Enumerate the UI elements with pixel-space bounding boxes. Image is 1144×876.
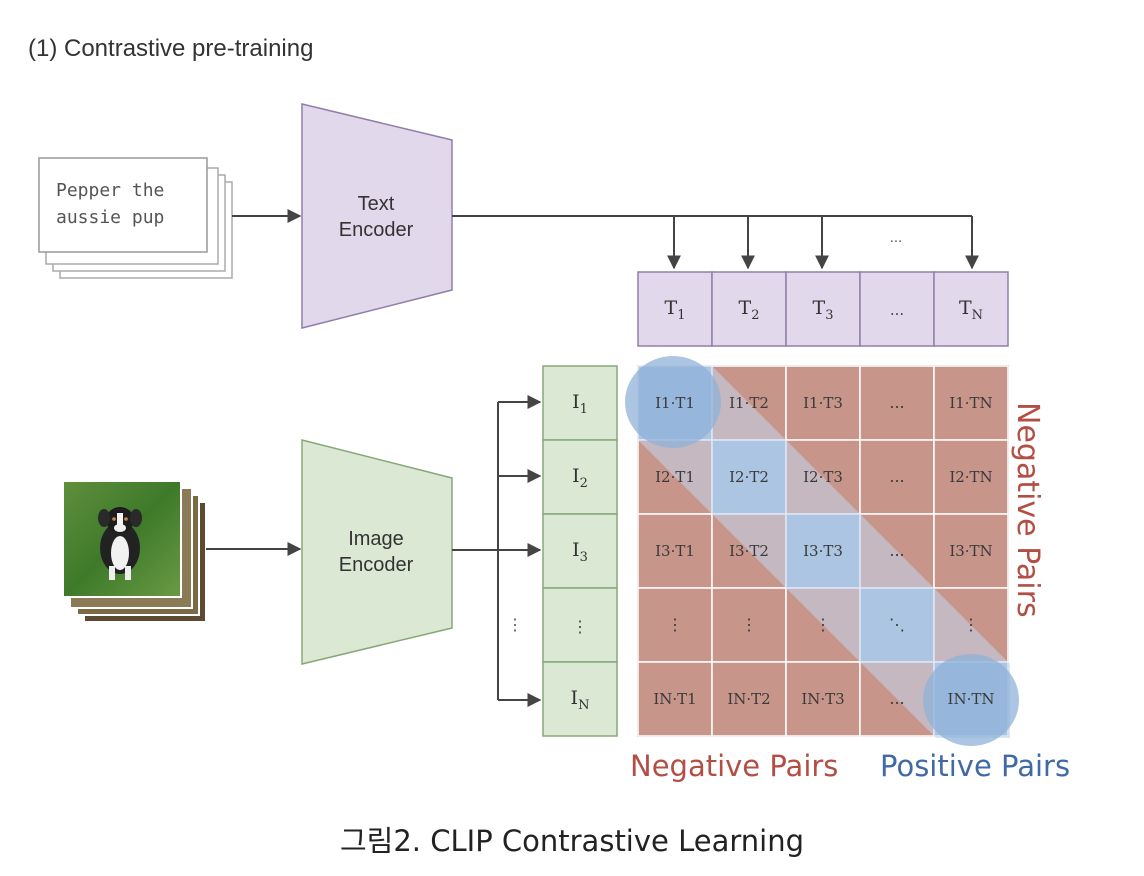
negative-pair-label: I1·T2 (729, 394, 769, 412)
image-encoder-shape (301, 439, 453, 665)
negative-pair-cell (711, 587, 787, 663)
negative-pair-label: ... (889, 689, 904, 708)
negative-pair-label: ... (889, 393, 904, 412)
text-embedding-cell (637, 271, 713, 347)
negative-pair-label: ... (889, 467, 904, 486)
text-embedding-label-subscript: 3 (825, 308, 833, 323)
negative-pair-label: ⋮ (815, 615, 831, 634)
text-input-line2: aussie pup (56, 207, 164, 228)
negative-pairs-side-label: Negative Pairs (1010, 402, 1045, 618)
image-embedding-cell (542, 365, 618, 441)
image-encoder-label-line2: Encoder (339, 554, 414, 576)
negative-pair-label: ... (889, 541, 904, 560)
diagram-heading: (1) Contrastive pre-training (28, 35, 313, 62)
negative-pair-label: IN·T2 (727, 690, 770, 708)
negative-pair-label: I2·T3 (803, 468, 843, 486)
image-fanout-arrows: ⋮ (452, 395, 542, 707)
image-embedding-cell (542, 587, 618, 663)
image-embedding-label-subscript: N (578, 698, 589, 713)
image-input-stack (62, 480, 207, 623)
image-embedding-label: IN (571, 687, 590, 713)
fanout-ellipsis: ... (890, 231, 902, 246)
text-embedding-label-base: T (959, 297, 972, 319)
text-embedding-label-subscript: 1 (677, 308, 685, 323)
image-embedding-label-base: I (572, 465, 580, 487)
image-embedding-cell (542, 513, 618, 589)
similarity-matrix-labels: I1·T1 I1·T2 I1·T3... I1·TN I2·T1 I2·T2 I2·T3..… (653, 393, 994, 708)
text-fanout-arrows: ... (452, 215, 979, 270)
negative-pair-cell (711, 661, 787, 737)
positive-pairs-band (625, 356, 1019, 746)
negative-pair-label: I3·TN (949, 542, 992, 560)
image-encoder-label-line1: Image (348, 528, 404, 550)
text-input-line1: Pepper the (56, 180, 164, 201)
dog-illustration (98, 507, 142, 580)
negative-pair-cell (933, 513, 1009, 589)
negative-pair-label: ⋮ (667, 615, 683, 634)
text-embedding-label: T2 (739, 297, 760, 323)
negative-pair-label: I1·T3 (803, 394, 843, 412)
positive-pair-label: I1·T1 (655, 394, 695, 412)
text-encoder-label-line2: Encoder (339, 219, 414, 241)
text-embedding-label-base: T (665, 297, 678, 319)
negative-pair-label: I2·T1 (655, 468, 695, 486)
fanout-vdots: ⋮ (507, 615, 523, 634)
text-embedding-label: T3 (813, 297, 834, 323)
text-embedding-label: T1 (665, 297, 686, 323)
positive-pair-label: I2·T2 (729, 468, 769, 486)
image-encoder: Image Encoder (301, 439, 453, 665)
text-input-stack: Pepper the aussie pup (38, 157, 233, 279)
positive-pair-label: IN·TN (948, 690, 995, 708)
text-embedding-label-subscript: N (972, 308, 983, 323)
negative-pairs-bottom-label: Negative Pairs (630, 749, 838, 783)
text-embedding-label-base: T (739, 297, 752, 319)
negative-pair-label: ⋮ (741, 615, 757, 634)
positive-pair-label: I3·T3 (803, 542, 843, 560)
text-embedding-cell (933, 271, 1009, 347)
negative-pair-label: I3·T1 (655, 542, 695, 560)
image-embedding-label-base: I (572, 539, 580, 561)
image-embedding-vdots: ⋮ (572, 617, 588, 636)
negative-pair-label: I2·TN (949, 468, 992, 486)
negative-pair-label: IN·T1 (653, 690, 696, 708)
negative-pair-label: I1·TN (949, 394, 992, 412)
negative-pair-cell (637, 587, 713, 663)
negative-pair-label: ⋮ (963, 615, 979, 634)
text-embedding-label-base: T (813, 297, 826, 319)
text-embedding-cell (785, 271, 861, 347)
positive-pair-label: ⋱ (889, 615, 905, 634)
negative-pair-cell (859, 439, 935, 515)
negative-pair-cell (933, 439, 1009, 515)
image-embedding-cell (542, 661, 618, 737)
text-embedding-label-subscript: 2 (751, 308, 759, 323)
text-embedding-ellipsis: ... (890, 301, 904, 319)
image-embedding-label-subscript: 2 (580, 476, 588, 491)
negative-pair-label: I3·T2 (729, 542, 769, 560)
figure-caption: 그림2. CLIP Contrastive Learning (339, 824, 804, 858)
image-embedding-label: I1 (572, 391, 588, 417)
text-encoder-shape (301, 103, 453, 329)
negative-pair-label: IN·T3 (801, 690, 844, 708)
text-embedding-label: TN (959, 297, 983, 323)
image-embedding-label-subscript: 3 (580, 550, 588, 565)
text-encoder-label-line1: Text (358, 193, 395, 215)
text-embedding-cell (859, 271, 935, 347)
positive-pairs-label: Positive Pairs (880, 749, 1070, 783)
image-embedding-label-base: I (572, 391, 580, 413)
negative-pair-cell (637, 513, 713, 589)
image-embedding-label: I3 (572, 539, 588, 565)
image-embedding-cell (542, 439, 618, 515)
negative-pair-cell (785, 365, 861, 441)
image-embedding-label-base: I (571, 687, 579, 709)
image-embedding-label: I2 (572, 465, 588, 491)
text-encoder: Text Encoder (301, 103, 453, 329)
negative-pair-cell (637, 661, 713, 737)
image-embedding-label-subscript: 1 (580, 402, 588, 417)
